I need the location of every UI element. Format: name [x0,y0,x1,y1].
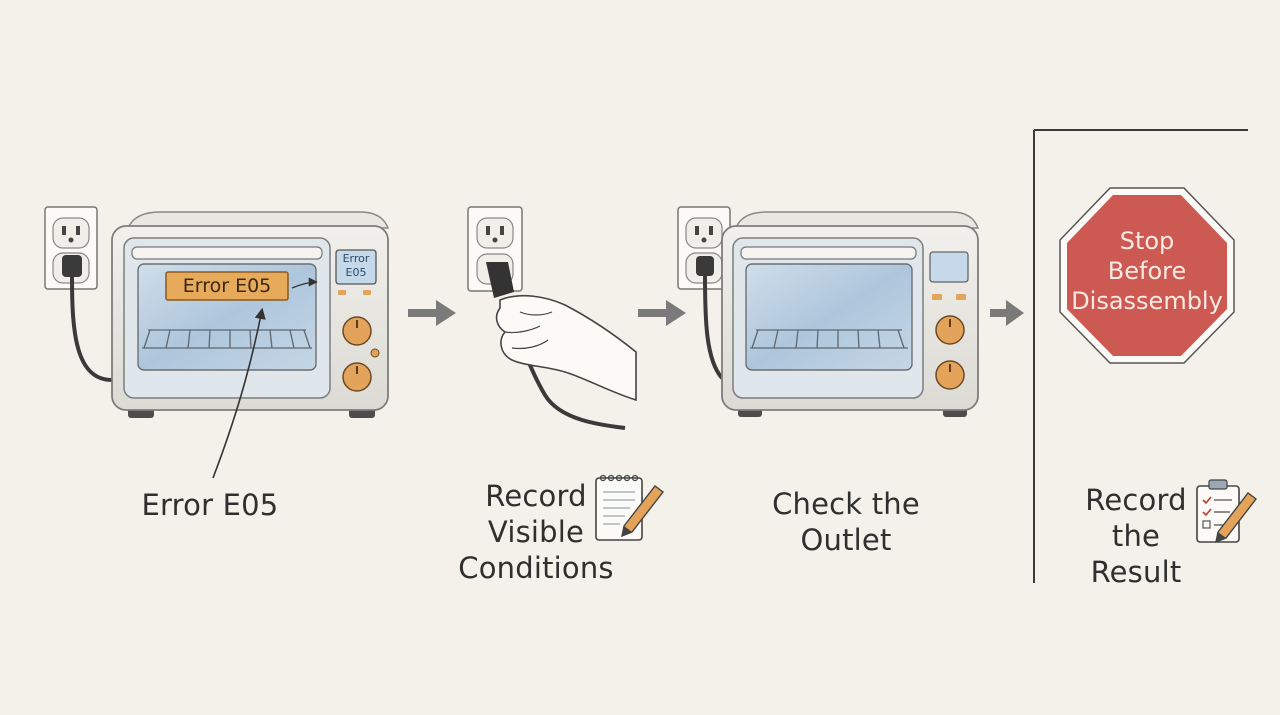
hand-illustration [495,294,637,402]
caption-result-line-3: Result [1090,555,1182,589]
error-display-text: Error E05 [182,275,272,297]
flow-arrow-3 [990,300,1024,326]
power-plug [62,255,113,382]
power-cord [70,276,113,382]
side-display-text: Error E05 [336,252,376,280]
display-pointer-arrow [291,277,318,289]
caption-result-line-1: Record [1085,483,1187,517]
stop-sign-line-2: Before [1107,257,1187,285]
caption-check-outlet: Check the Outlet [746,486,946,558]
caption-record-line-1: Record [485,479,587,513]
step-check-outlet [677,206,980,417]
caption-error-text: Error E05 [141,488,279,522]
caption-outlet-line-2: Outlet [800,523,892,557]
step-error [44,206,390,479]
caption-error: Error E05 [110,487,310,523]
stop-sign [1059,187,1235,364]
error-display [165,271,289,301]
side-display [335,249,377,285]
flow-arrow-1 [408,300,456,326]
flow-arrow-2 [638,300,686,326]
toaster-oven-2 [721,211,980,417]
side-display-line-2: E05 [345,266,367,279]
step-record-conditions [467,206,664,541]
toaster-oven [111,211,390,418]
knob-top [342,316,372,346]
caption-outlet-line-1: Check the [772,487,920,521]
blank-display [929,251,969,283]
stop-sign-line-1: Stop [1119,227,1175,255]
side-display-line-1: Error [342,252,370,265]
caption-result-line-2: the [1111,519,1161,553]
caption-record-line-2: Visible [487,515,585,549]
knob-bottom [342,362,372,392]
caption-record-line-3: Conditions [458,551,614,585]
error-callout-arrow [212,307,266,479]
notepad-pencil-icon [595,474,664,541]
stop-sign-line-3: Disassembly [1071,287,1223,315]
stop-sign-text: Stop Before Disassembly [1062,226,1232,316]
section-divider [1033,129,1248,583]
wall-outlet-3 [677,206,731,380]
caption-record-result: Record the Result [1066,482,1206,590]
caption-record-conditions: Record Visible Conditions [436,478,636,586]
checklist-pencil-icon [1196,479,1257,544]
